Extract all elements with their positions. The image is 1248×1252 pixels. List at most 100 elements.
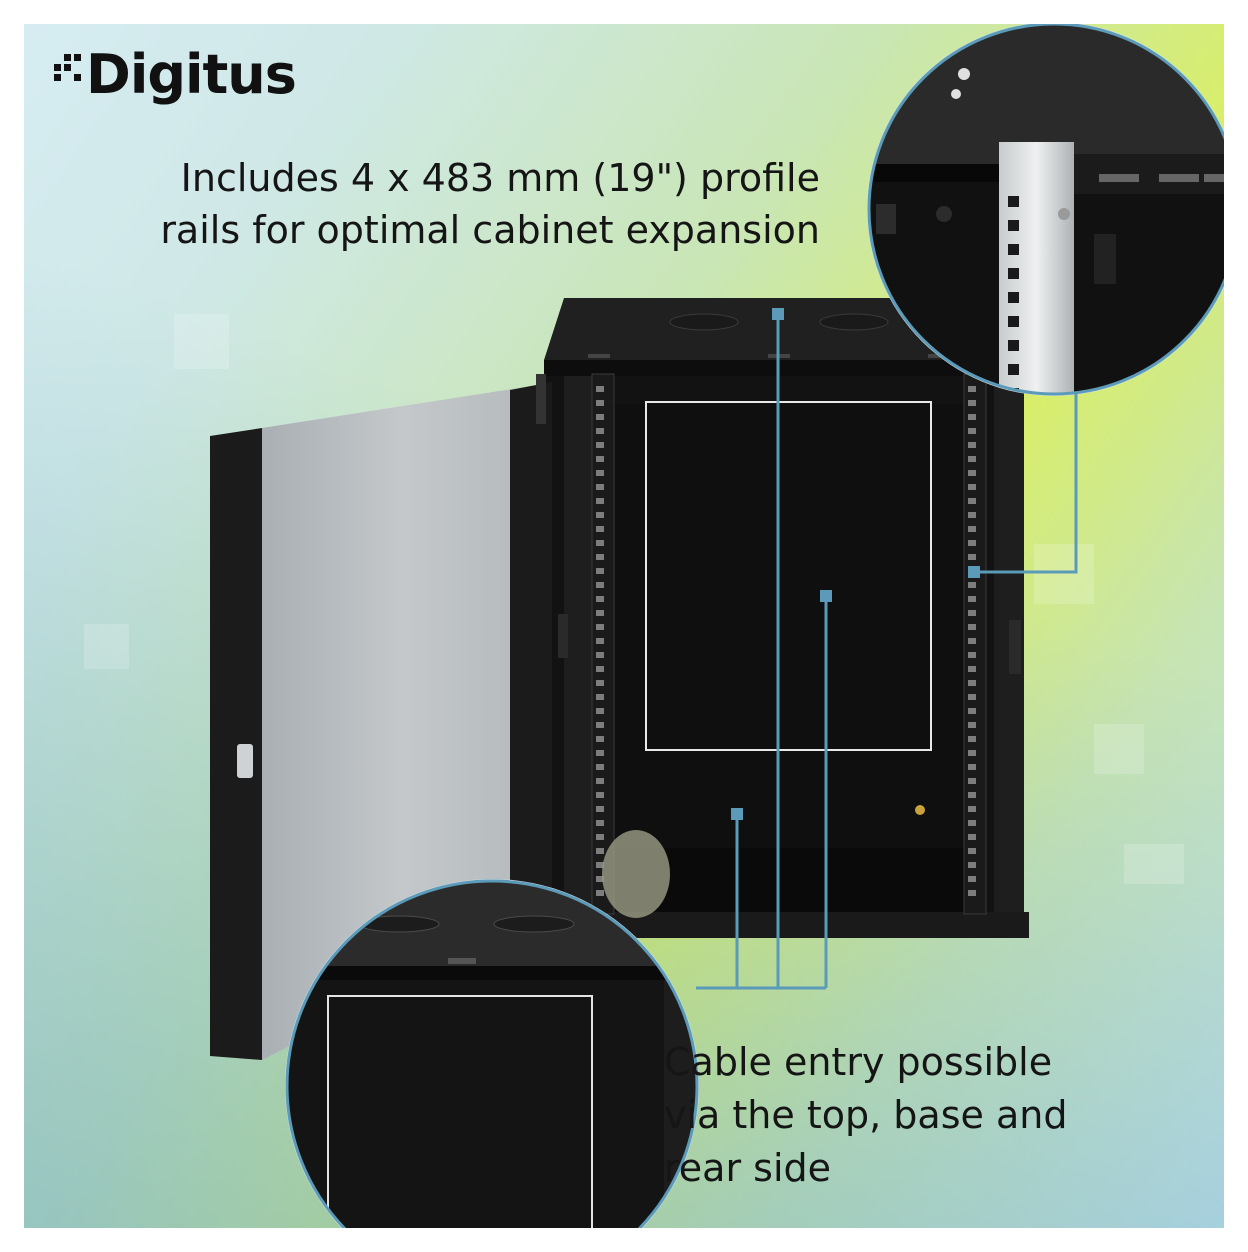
rail-hole [968, 890, 976, 896]
rail-hole [968, 610, 976, 616]
rail-hole [968, 512, 976, 518]
rail-hole [968, 470, 976, 476]
rail-detail-hole [1008, 364, 1019, 375]
rail-hole [968, 638, 976, 644]
brand-logo: Digitus [54, 43, 297, 106]
rail-hole [968, 876, 976, 882]
rail-hole [596, 876, 604, 882]
cable-entry-caption: Cable entry possible via the top, base a… [664, 1036, 1067, 1195]
rail-hole [968, 806, 976, 812]
caption-line-3: rear side [664, 1146, 832, 1190]
rail-hole [968, 750, 976, 756]
rail-hole [968, 554, 976, 560]
cabinet-illustration [210, 24, 1224, 1228]
rail-hole [596, 568, 604, 574]
caption-line-2: via the top, base and [664, 1093, 1068, 1137]
rail-hole [968, 694, 976, 700]
rail-hole [596, 442, 604, 448]
rail-hole [596, 456, 604, 462]
rail-hole [596, 820, 604, 826]
rail-hole [968, 820, 976, 826]
rail-hole [968, 428, 976, 434]
rail-detail-hole [1008, 220, 1019, 231]
rail-detail-hole [1008, 196, 1019, 207]
rail-hole [968, 652, 976, 658]
rail-hole [596, 834, 604, 840]
brand-name: Digitus [86, 43, 297, 106]
cabinet-top [544, 298, 1002, 376]
callout-markers [731, 308, 980, 820]
rail-hole [968, 708, 976, 714]
rail-hole [596, 428, 604, 434]
caption-line-1: Cable entry possible [664, 1040, 1053, 1084]
rail-hole [968, 764, 976, 770]
rail-hole [596, 778, 604, 784]
rail-hole [968, 736, 976, 742]
rail-hole [596, 652, 604, 658]
rail-hole [596, 806, 604, 812]
rail-hole [968, 526, 976, 532]
rail-hole [596, 848, 604, 854]
rail-hole [968, 862, 976, 868]
rail-hole [596, 610, 604, 616]
rail-detail-hole [1008, 244, 1019, 255]
door-lock [237, 744, 253, 778]
rail-hole [596, 708, 604, 714]
rail-hole [968, 722, 976, 728]
rail-hole [596, 414, 604, 420]
headline: Includes 4 x 483 mm (19") profile rails … [160, 152, 820, 256]
rail-hole [968, 456, 976, 462]
rail-hole [968, 484, 976, 490]
rail-hole [596, 498, 604, 504]
rail-hole [596, 554, 604, 560]
rail-hole [596, 764, 604, 770]
rail-detail-hole [1008, 268, 1019, 279]
rail-hole [968, 386, 976, 392]
rail-hole [596, 680, 604, 686]
rail-hole [596, 722, 604, 728]
rail-hole [968, 666, 976, 672]
rail-detail-zoom [867, 24, 1224, 396]
accessory-bag [602, 830, 670, 918]
rail-hole [596, 666, 604, 672]
rail-hole [968, 848, 976, 854]
rail-hole [596, 512, 604, 518]
rail-hole [968, 414, 976, 420]
rail-hole [968, 582, 976, 588]
rail-hole [596, 582, 604, 588]
rail-hole [968, 442, 976, 448]
rail-hole [968, 498, 976, 504]
rail-hole [596, 596, 604, 602]
headline-line-1: Includes 4 x 483 mm (19") profile [180, 156, 820, 200]
logo-mark-icon [54, 50, 84, 100]
rail-detail-hole [1008, 316, 1019, 327]
rail-hole [596, 484, 604, 490]
rail-hole [596, 736, 604, 742]
rail-detail-hole [1008, 340, 1019, 351]
cabinet-body [544, 376, 1029, 938]
rail-hole [968, 792, 976, 798]
rail-hole [968, 540, 976, 546]
callout-lines [696, 314, 1078, 990]
rail-hole [596, 624, 604, 630]
product-image: Digitus Includes 4 x 483 mm (19") profil… [24, 24, 1224, 1228]
rail-hole [596, 470, 604, 476]
rail-hole [968, 834, 976, 840]
rail-hole [596, 526, 604, 532]
rail-hole [596, 750, 604, 756]
rail-hole [596, 400, 604, 406]
rail-hole [596, 540, 604, 546]
rail-hole [968, 624, 976, 630]
rail-hole [596, 890, 604, 896]
rail-hole [596, 638, 604, 644]
headline-line-2: rails for optimal cabinet expansion [160, 208, 820, 252]
rail-hole [596, 792, 604, 798]
rail-hole [596, 694, 604, 700]
rail-hole [596, 862, 604, 868]
rail-hole [968, 596, 976, 602]
rail-hole [596, 386, 604, 392]
profile-rails [591, 373, 987, 915]
rail-detail-hole [1008, 292, 1019, 303]
rail-hole [968, 400, 976, 406]
rail-hole [968, 680, 976, 686]
